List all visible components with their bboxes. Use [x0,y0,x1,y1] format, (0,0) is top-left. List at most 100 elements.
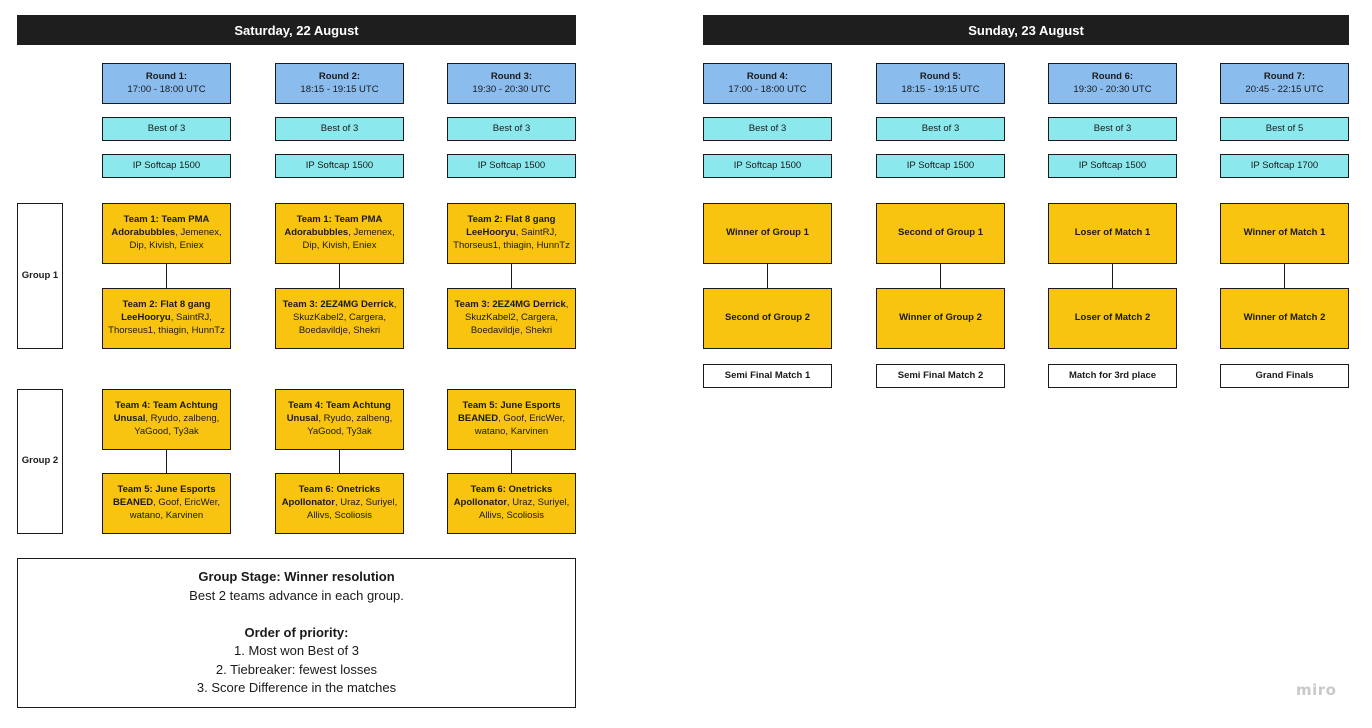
round-time: 18:15 - 19:15 UTC [300,83,379,95]
round-5-stage[interactable]: Semi Final Match 2 [876,364,1005,388]
round-name: Round 7: [1263,70,1306,82]
group-1-match-3-team-b[interactable]: Team 3: 2EZ4MG Derrick, SkuzKabel2, Carg… [447,288,576,349]
group-2-match-3-team-b[interactable]: Team 6: Onetricks Apollonator, Uraz, Sur… [447,473,576,534]
team-roster: , Jemenex, Dip, Kivish, Eniex [302,227,395,251]
round-5-format[interactable]: Best of 3 [876,117,1005,141]
round-name: Round 3: [490,70,533,82]
group-2-match-1-team-b[interactable]: Team 5: June Esports BEANED, Goof, EricW… [102,473,231,534]
group-1-match-2-team-b[interactable]: Team 3: 2EZ4MG Derrick, SkuzKabel2, Carg… [275,288,404,349]
slot-label: Winner of Group 2 [899,312,982,324]
round-3-format[interactable]: Best of 3 [447,117,576,141]
connector-line [511,264,512,288]
saturday-header: Saturday, 22 August [17,15,576,45]
group-1-label[interactable]: Group 1 [17,203,63,349]
round-6-format[interactable]: Best of 3 [1048,117,1177,141]
round-7-slot-top[interactable]: Winner of Match 1 [1220,203,1349,264]
slot-label: Second of Group 1 [898,227,983,239]
round-4-softcap[interactable]: IP Softcap 1500 [703,154,832,178]
group-1-match-2-team-a[interactable]: Team 1: Team PMA Adorabubbles, Jemenex, … [275,203,404,264]
connector-line [339,450,340,474]
connector-line [166,264,167,288]
group-label-text: Group 2 [21,455,59,467]
team-roster: , Uraz, Suriyel, Allivs, Scoliosis [479,497,570,521]
group-2-match-1-team-a[interactable]: Team 4: Team Achtung Unusal, Ryudo, zalb… [102,389,231,450]
winner-resolution-box[interactable]: Group Stage: Winner resolution Best 2 te… [17,558,576,708]
round-6-slot-bottom[interactable]: Loser of Match 2 [1048,288,1177,349]
stage-label-text: Match for 3rd place [1068,369,1157,381]
team-name: Team 6: Onetricks Apollonator [281,484,381,509]
slot-label: Loser of Match 1 [1074,227,1151,239]
team-name: Team 2: Flat 8 gang LeeHooryu [466,214,556,239]
round-3-softcap[interactable]: IP Softcap 1500 [447,154,576,178]
miro-logo-text: miro [1296,681,1337,699]
round-1-box[interactable]: Round 1:17:00 - 18:00 UTC [102,63,231,104]
round-1-softcap[interactable]: IP Softcap 1500 [102,154,231,178]
round-4-stage[interactable]: Semi Final Match 1 [703,364,832,388]
slot-label: Winner of Group 1 [726,227,809,239]
connector-line [1284,264,1285,288]
round-6-slot-top[interactable]: Loser of Match 1 [1048,203,1177,264]
round-2-format[interactable]: Best of 3 [275,117,404,141]
round-4-format[interactable]: Best of 3 [703,117,832,141]
format-label: Best of 3 [748,122,787,134]
round-7-slot-bottom[interactable]: Winner of Match 2 [1220,288,1349,349]
team-roster: , Jemenex, Dip, Kivish, Eniex [129,227,222,251]
group-1-match-3-team-a[interactable]: Team 2: Flat 8 gang LeeHooryu, SaintRJ, … [447,203,576,264]
saturday-header-label: Saturday, 22 August [234,22,359,38]
team-name: Team 2: Flat 8 gang LeeHooryu [121,299,211,324]
team-roster: , Ryudo, zalbeng, YaGood, Ty3ak [307,413,393,437]
team-roster: , SaintRJ, Thorseus1, thiagin, HunnTz [453,227,570,251]
round-7-box[interactable]: Round 7:20:45 - 22:15 UTC [1220,63,1349,104]
softcap-label: IP Softcap 1500 [1078,159,1147,171]
team-name: Team 3: 2EZ4MG Derrick [282,299,394,311]
connector-line [339,264,340,288]
team-roster: , SkuzKabel2, Cargera, Boedavildje, Shek… [465,299,569,336]
slot-label: Winner of Match 2 [1243,312,1326,324]
round-4-box[interactable]: Round 4:17:00 - 18:00 UTC [703,63,832,104]
round-6-softcap[interactable]: IP Softcap 1500 [1048,154,1177,178]
round-5-slot-bottom[interactable]: Winner of Group 2 [876,288,1005,349]
group-2-match-2-team-b[interactable]: Team 6: Onetricks Apollonator, Uraz, Sur… [275,473,404,534]
group-2-label[interactable]: Group 2 [17,389,63,534]
stage-label-text: Semi Final Match 2 [897,369,984,381]
round-5-softcap[interactable]: IP Softcap 1500 [876,154,1005,178]
group-1-match-1-team-b[interactable]: Team 2: Flat 8 gang LeeHooryu, SaintRJ, … [102,288,231,349]
round-1-format[interactable]: Best of 3 [102,117,231,141]
softcap-label: IP Softcap 1500 [906,159,975,171]
team-name: Team 1: Team PMA Adorabubbles [111,214,210,239]
round-4-slot-top[interactable]: Winner of Group 1 [703,203,832,264]
group-2-match-2-team-a[interactable]: Team 4: Team Achtung Unusal, Ryudo, zalb… [275,389,404,450]
group-2-match-3-team-a[interactable]: Team 5: June Esports BEANED, Goof, EricW… [447,389,576,450]
round-7-softcap[interactable]: IP Softcap 1700 [1220,154,1349,178]
round-7-stage[interactable]: Grand Finals [1220,364,1349,388]
round-time: 19:30 - 20:30 UTC [1073,83,1152,95]
softcap-label: IP Softcap 1500 [733,159,802,171]
round-name: Round 5: [919,70,962,82]
connector-line [1112,264,1113,288]
rules-subtitle: Best 2 teams advance in each group. [189,587,404,603]
round-2-softcap[interactable]: IP Softcap 1500 [275,154,404,178]
priority-item: 2. Tiebreaker: fewest losses [215,661,378,677]
connector-line [166,450,167,474]
format-label: Best of 3 [320,122,359,134]
team-name: Team 4: Team Achtung Unusal [286,400,391,425]
round-time: 20:45 - 22:15 UTC [1245,83,1324,95]
round-3-box[interactable]: Round 3:19:30 - 20:30 UTC [447,63,576,104]
team-roster: , Goof, EricWer, watano, Karvinen [129,497,220,521]
round-5-slot-top[interactable]: Second of Group 1 [876,203,1005,264]
priority-item: 1. Most won Best of 3 [233,643,359,658]
round-6-stage[interactable]: Match for 3rd place [1048,364,1177,388]
round-time: 17:00 - 18:00 UTC [127,83,206,95]
team-roster: , SaintRJ, Thorseus1, thiagin, HunnTz [108,312,225,336]
round-time: 17:00 - 18:00 UTC [728,83,807,95]
softcap-label: IP Softcap 1700 [1250,159,1319,171]
round-7-format[interactable]: Best of 5 [1220,117,1349,141]
slot-label: Winner of Match 1 [1243,227,1326,239]
round-4-slot-bottom[interactable]: Second of Group 2 [703,288,832,349]
round-5-box[interactable]: Round 5:18:15 - 19:15 UTC [876,63,1005,104]
stage-label-text: Semi Final Match 1 [724,369,811,381]
priority-title: Order of priority: [244,624,349,640]
group-1-match-1-team-a[interactable]: Team 1: Team PMA Adorabubbles, Jemenex, … [102,203,231,264]
round-2-box[interactable]: Round 2:18:15 - 19:15 UTC [275,63,404,104]
round-6-box[interactable]: Round 6:19:30 - 20:30 UTC [1048,63,1177,104]
